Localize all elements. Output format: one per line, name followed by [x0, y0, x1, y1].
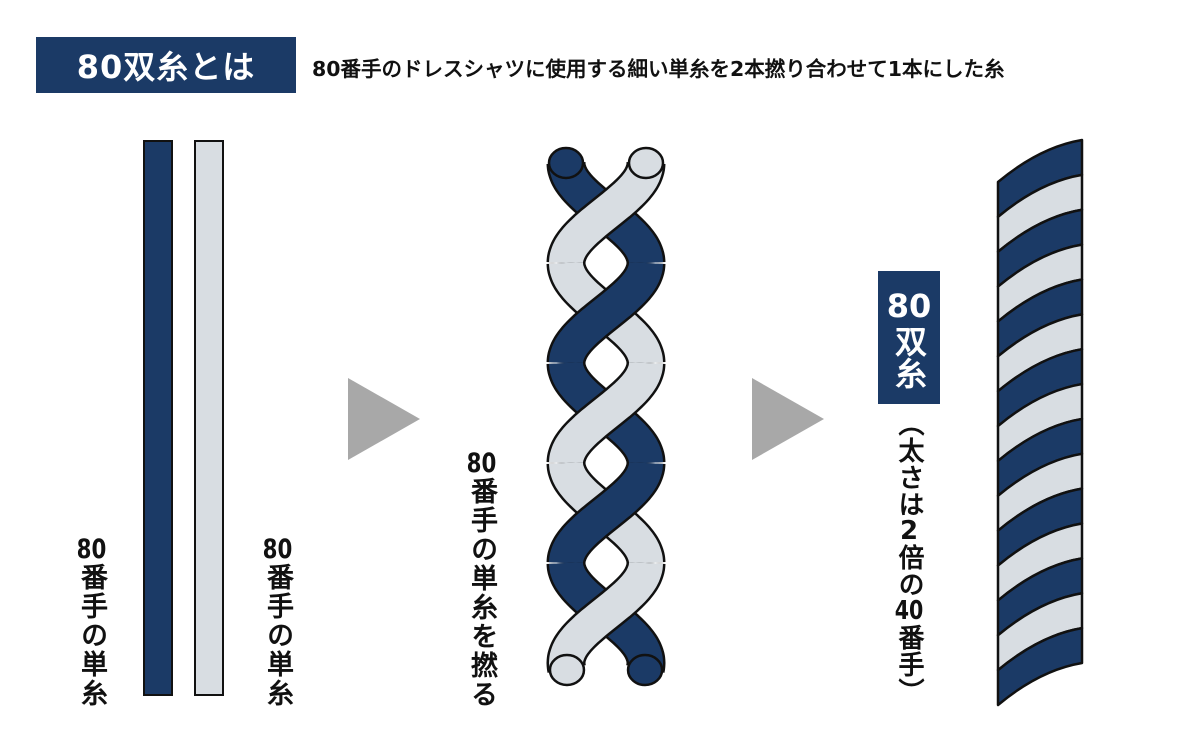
navy-strand-segment [549, 248, 663, 378]
note-text-1: 太さは [894, 437, 924, 518]
twist-step-label-count: 80 [466, 450, 497, 477]
gray-strand-segment [549, 548, 663, 684]
navy-rope-band [996, 626, 1084, 707]
note-multiplier: 2 [899, 518, 919, 544]
navy-single-yarn [143, 140, 173, 696]
arrow-right-icon [752, 378, 824, 460]
left-strand-label-count: 80 [76, 536, 107, 563]
left-strand-label-text: 番手の単糸 [76, 563, 107, 708]
right-strand-label-text: 番手の単糸 [262, 563, 293, 708]
gray-strand-end-cap [548, 653, 586, 687]
arrow-right-icon [348, 378, 420, 460]
twisting-strands-illustration [546, 145, 666, 687]
title-description: 80番手のドレスシャツに使用する細い単糸を2本撚り合わせて1本にした糸 [312, 57, 1005, 81]
navy-strand-segment [549, 448, 663, 578]
right-strand-label: 80番手の単糸 [258, 536, 297, 708]
left-strand-label: 80番手の単糸 [72, 536, 111, 708]
navy-strand-end-cap [547, 146, 585, 180]
badge-text: 双糸 [890, 324, 928, 389]
twist-step-label-text: 番手の単糸を撚る [466, 477, 497, 709]
note-open-paren: （ [894, 410, 924, 437]
right-strand-label-count: 80 [262, 536, 293, 563]
gray-single-yarn [194, 140, 224, 696]
double-yarn-rope-illustration [996, 138, 1084, 707]
note-close-paren: ） [894, 678, 924, 705]
gray-strand-end-cap [627, 146, 665, 180]
navy-strand-end-cap [626, 653, 664, 687]
thickness-note: （太さは2倍の40番手） [891, 410, 928, 705]
note-text-2: 倍の [894, 544, 924, 598]
gray-strand-segment [549, 148, 663, 278]
note-count: 40 [894, 598, 924, 624]
note-text-3: 番手 [894, 624, 924, 678]
double-yarn-badge: 80 双糸 [878, 271, 940, 404]
badge-count: 80 [886, 286, 932, 325]
page-title: 80双糸とは [36, 37, 296, 93]
twist-step-label: 80番手の単糸を撚る [462, 450, 501, 709]
gray-strand-segment [549, 348, 663, 478]
